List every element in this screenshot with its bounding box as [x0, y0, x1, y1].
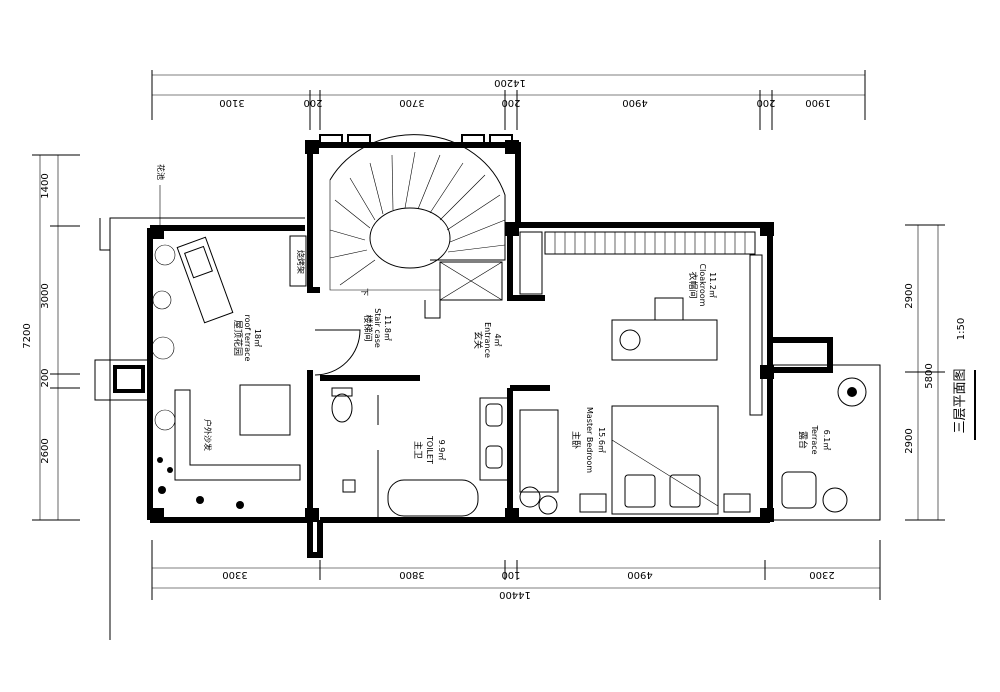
title-scale: 1:50	[956, 318, 967, 340]
outdoor-sofa-label: 户外沙发	[203, 419, 213, 451]
armchair-icon	[781, 471, 817, 509]
bbq-label: 烧烤架	[296, 250, 306, 274]
dim-top-overall: 14200	[494, 77, 526, 88]
wardrobe-right	[749, 254, 763, 416]
roof-terrace-name-cn: 屋顶花园	[232, 320, 244, 356]
top-dimension-chain: 14200 3100 200 3700 200 4900 200 1900	[151, 70, 866, 130]
terrace-name-cn: 露台	[797, 431, 809, 449]
bedroom-name-cn: 主卧	[570, 431, 582, 449]
dim-bottom-seg-1: 3300	[222, 569, 247, 580]
walls	[147, 142, 881, 558]
terrace-name-en: Terrace	[810, 424, 819, 454]
terrace-area: 6.1㎡	[822, 430, 831, 451]
plants-icon	[151, 244, 244, 509]
drawing-title: 三层平面图 1:50	[953, 318, 976, 440]
cloakroom-name-cn: 衣帽间	[687, 271, 699, 298]
bed-icon	[611, 405, 719, 515]
dim-left-seg-3: 200	[40, 368, 51, 387]
vanity-icon	[479, 397, 509, 481]
exterior-ledge	[94, 217, 305, 640]
wc-icon	[331, 393, 353, 423]
cloakroom-area: 11.2㎡	[708, 272, 717, 298]
cloakroom: 衣帽间 Cloakroom 11.2㎡	[519, 231, 763, 416]
dressing-table-icon	[611, 319, 718, 361]
left-dimension-chain: 1400 3000 200 2600 7200	[22, 154, 80, 521]
dim-left-seg-1: 1400	[40, 173, 51, 198]
terrace: 露台 Terrace 6.1㎡	[781, 377, 867, 513]
roof-terrace-area: 屋顶花园 roof terrace 18㎡ 户外沙发 花池 烧烤架	[151, 164, 307, 509]
door-swing	[314, 329, 361, 376]
staircase-name-en: Stair case	[373, 308, 382, 348]
wardrobe-left	[519, 231, 543, 295]
plant-icon	[837, 377, 867, 407]
dim-top-seg-7: 1900	[805, 97, 830, 108]
bedroom-area: 15.6㎡	[597, 427, 606, 453]
entrance-name-cn: 玄关	[472, 331, 484, 349]
toilet-area: 9.9㎡	[437, 440, 446, 461]
dim-left-seg-4: 2600	[40, 438, 51, 463]
bottom-dimension-chain: 3300 3800 100 4900 2300 14400	[151, 540, 881, 600]
dim-bottom-seg-4: 4900	[627, 569, 652, 580]
outdoor-sofa-shape	[174, 389, 301, 481]
cloakroom-name-en: Cloakroom	[698, 264, 707, 307]
coffee-table	[239, 384, 291, 436]
toilet-name-cn: 主卫	[412, 441, 424, 459]
title-text: 三层平面图	[953, 368, 968, 433]
dim-top-seg-3: 3700	[399, 97, 424, 108]
bathtub-icon	[387, 479, 479, 517]
dim-right-overall: 5800	[924, 363, 935, 388]
roof-terrace-area: 18㎡	[253, 329, 262, 347]
dim-bottom-overall: 14400	[499, 589, 531, 600]
spiral-staircase: 下 楼梯间 Stair case 11.8㎡	[329, 134, 506, 348]
dim-top-seg-1: 3100	[219, 97, 244, 108]
staircase-name-cn: 楼梯间	[362, 314, 374, 341]
dim-left-seg-2: 3000	[40, 283, 51, 308]
entrance-area: 4㎡	[493, 333, 502, 346]
dim-top-seg-5: 4900	[622, 97, 647, 108]
dim-top-seg-4: 200	[501, 97, 520, 108]
dim-bottom-seg-3: 100	[501, 569, 520, 580]
right-dimension-chain: 2900 2900 5800	[904, 224, 945, 521]
toilet-room: 主卫 TOILET 9.9㎡	[331, 387, 509, 520]
lounge-chair-icon	[176, 236, 234, 324]
flower-pool-label: 花池	[156, 164, 166, 180]
dim-right-seg-1: 2900	[904, 283, 915, 308]
stair-down-mark: 下	[360, 288, 369, 296]
round-table-icon	[519, 486, 541, 508]
roof-terrace-name-en: roof terrace	[243, 315, 252, 362]
wardrobe-top	[544, 231, 756, 255]
entrance-name-en: Entrance	[483, 322, 492, 358]
columns	[150, 134, 774, 522]
bedroom-name-en: Master Bedroom	[585, 407, 594, 473]
entrance-area: 玄关 Entrance 4㎡	[472, 322, 502, 358]
dim-top-seg-2: 200	[303, 97, 322, 108]
dim-bottom-seg-5: 2300	[809, 569, 834, 580]
toilet-name-en: TOILET	[425, 435, 434, 464]
dim-top-seg-6: 200	[756, 97, 775, 108]
dim-right-seg-2: 2900	[904, 428, 915, 453]
dim-bottom-seg-2: 3800	[399, 569, 424, 580]
staircase-area: 11.8㎡	[383, 315, 392, 341]
dim-left-overall: 7200	[22, 323, 33, 348]
master-bedroom: 主卧 Master Bedroom 15.6㎡	[519, 405, 751, 515]
